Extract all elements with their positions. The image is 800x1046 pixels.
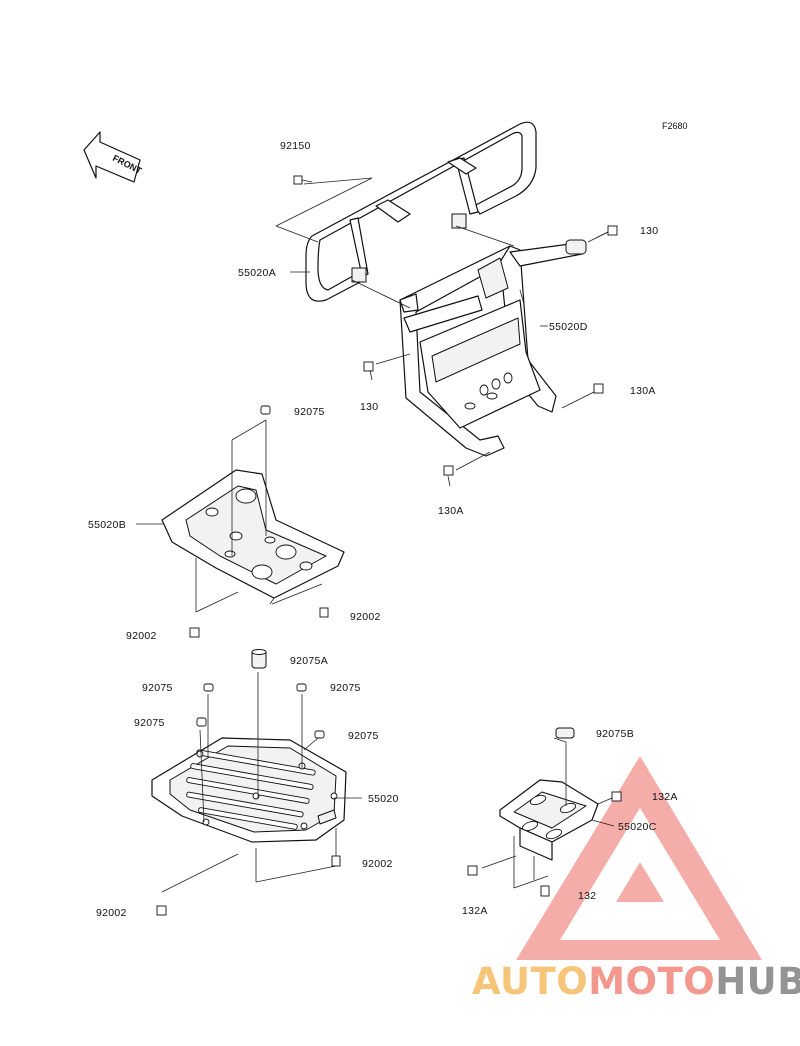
watermark-text: AUTOMOTOHUB — [472, 960, 800, 1003]
watermark-logo — [516, 756, 762, 960]
front-guard-55020A — [305, 121, 537, 302]
svg-text:AUTOMOTOHUB: AUTOMOTOHUB — [472, 960, 800, 1003]
skid-plate-55020-slots — [186, 749, 316, 830]
nut-92075-right2-icon — [314, 730, 325, 739]
skid-plate-55020B — [161, 469, 345, 599]
label-130A-bottom: 130A — [438, 505, 464, 517]
bracket-55020D — [399, 239, 587, 457]
nut-92075-right1-icon — [296, 683, 307, 692]
watermark-moto: MOTO — [588, 960, 715, 1003]
figure-code: F2680 — [662, 121, 688, 131]
bolt-92150-icon — [293, 175, 313, 185]
label-92002-c-left: 92002 — [96, 907, 127, 919]
part-labels: 92150 55020A 130 55020D 130 130A 130A 92… — [88, 140, 678, 919]
label-55020C: 55020C — [618, 821, 657, 833]
watermark-hub: HUB — [715, 960, 800, 1003]
bolt-132A-left-icon — [467, 865, 478, 876]
nut-92075-left2-icon — [196, 717, 207, 727]
bolt-130-left-icon — [363, 361, 374, 381]
label-132A-right: 132A — [652, 791, 678, 803]
label-130-left: 130 — [360, 401, 378, 413]
watermark-auto: AUTO — [472, 960, 588, 1003]
bolt-132A-right-icon — [611, 791, 622, 802]
label-55020A: 55020A — [238, 267, 276, 279]
label-92075-left2: 92075 — [134, 717, 165, 729]
spacer-92075A-icon — [251, 649, 267, 669]
label-92075A: 92075A — [290, 655, 328, 667]
watermark-triangle-icon — [516, 756, 762, 960]
label-92075-left1: 92075 — [142, 682, 173, 694]
bolt-92002-b-left-icon — [189, 627, 200, 638]
bolt-130-top-icon — [595, 225, 618, 239]
label-92075B: 92075B — [596, 728, 634, 740]
bracket-c-leaders — [481, 737, 615, 889]
label-132A-left: 132A — [462, 905, 488, 917]
bolt-92002-c-left-icon — [156, 905, 167, 916]
label-92002-b-left: 92002 — [126, 630, 157, 642]
label-132: 132 — [578, 890, 596, 902]
spacer-92075B-icon — [555, 727, 575, 739]
bracket-55020C — [499, 779, 599, 861]
nut-92075-top-icon — [260, 405, 271, 415]
label-130-top: 130 — [640, 225, 658, 237]
label-92150: 92150 — [280, 140, 311, 152]
bolt-130A-right-icon — [593, 383, 604, 394]
bolt-132-icon — [540, 885, 550, 897]
skid-plate-55020 — [151, 737, 347, 843]
bolt-130A-bottom-icon — [443, 465, 454, 487]
label-55020B: 55020B — [88, 519, 126, 531]
label-55020: 55020 — [368, 793, 399, 805]
label-55020D: 55020D — [549, 321, 588, 333]
nut-92075-left1-icon — [203, 683, 214, 692]
label-92075-top: 92075 — [294, 406, 325, 418]
label-92002-b-right: 92002 — [350, 611, 381, 623]
bolt-92002-b-right-icon — [319, 607, 329, 618]
label-92002-c-right: 92002 — [362, 858, 393, 870]
front-arrow-icon: FRONT — [83, 131, 144, 183]
skid-plate-b-leaders — [136, 419, 323, 613]
label-92075-right1: 92075 — [330, 682, 361, 694]
top-leader-lines — [275, 177, 613, 471]
skid-plate-55020-leaders — [161, 672, 362, 893]
bolt-92002-c-right-icon — [331, 855, 341, 867]
label-130A-right: 130A — [630, 385, 656, 397]
label-92075-right2: 92075 — [348, 730, 379, 742]
